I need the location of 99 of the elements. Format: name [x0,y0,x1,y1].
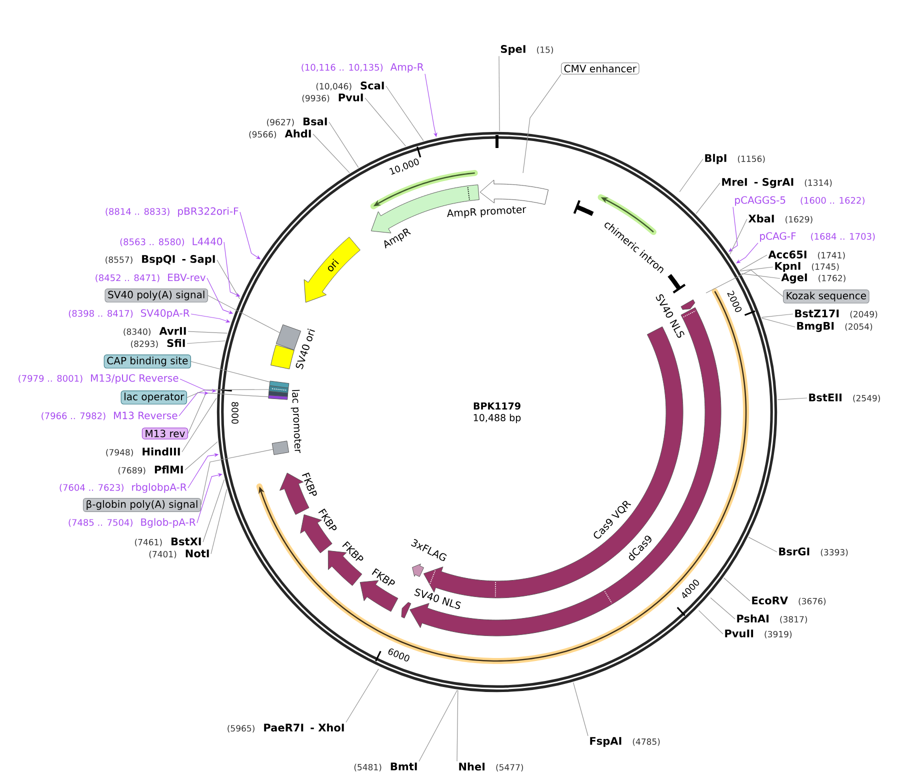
restriction-site-label: BstZ17I (2049) [795,310,878,318]
tick-label: 2000 [727,290,742,312]
leader-line [196,473,222,524]
leader-line [186,389,270,398]
restriction-site-label: (9936) PvuI [302,94,363,102]
primer-label: (7604 .. 7623) rbglobpA-R [60,483,187,493]
restriction-site-label: MreI - SgrAI (1314) [722,178,832,188]
feature-label-box: CMV enhancer [561,62,640,74]
restriction-site-label: (7689) PflMI [118,465,183,475]
restriction-site-label: (5481) BmtI [354,762,417,772]
feature-box [269,380,290,388]
leader-line [188,392,269,434]
feature-label-box: CAP binding site [104,354,191,368]
primer-label: (7979 .. 8001) M13/pUC Reverse [18,374,178,384]
leader-line [739,254,768,271]
feature-label-box: β-globin poly(A) signal [82,498,202,512]
restriction-site-label: (8557) BspQI - SapI [106,255,215,265]
feature-label: AmpR promoter [447,206,526,218]
leader-line [762,318,796,328]
restriction-site-label: PshAI (3817) [737,614,807,624]
leader-line [202,479,225,542]
restriction-site-label: (7401) NotI [149,550,209,558]
primer-label: (8563 .. 8580) L4440 [120,238,222,246]
leader-line [698,610,724,634]
tick-label: 6000 [388,648,410,662]
leader-line [208,295,280,334]
restriction-site-label: Acc65I (1741) [768,250,845,260]
restriction-site-label: (8293) SfiI [131,338,185,348]
restriction-site-label: (10,046) ScaI [316,82,384,90]
restriction-site-label: EcoRV (3676) [752,596,826,606]
leader-line [710,597,736,620]
restriction-site-label: (9627) BsaI [267,118,327,126]
leader-line [679,158,704,192]
tick-label: 8000 [232,402,238,424]
leader-line [522,74,562,174]
leader-line [777,398,808,400]
primer-label: (7966 .. 7982) M13 Reverse [42,412,178,420]
leader-line [364,98,406,147]
leader-line [748,536,778,552]
restriction-site-label: BlpI (1156) [705,154,765,164]
feature-box [272,440,290,455]
leader-line [418,690,458,762]
leader-line [210,488,228,554]
restriction-site-label: (7948) HindIII [106,447,180,457]
leader-line [761,314,794,318]
leader-line [724,578,750,602]
leader-line [188,331,228,334]
restriction-site-label: BstEII (2549) [809,394,880,402]
restriction-site-label: KpnI (1745) [775,262,839,272]
restriction-site-label: (9566) AhdI [249,129,311,139]
feature-label: ori [328,258,339,272]
leader-line [736,242,758,264]
leader-line [182,398,217,452]
leader-line [729,218,748,255]
feature-label: SV40 NLS [414,588,461,609]
restriction-site-label: BsrGI (3393) [779,548,848,556]
primer-label: pCAGGS-5 (1600 .. 1622) [735,196,864,206]
feature-label: lac promoter [290,390,302,453]
feature-label-box: M13 rev [142,428,188,440]
leader-line [190,361,270,382]
plasmid-name: BPK1179 [474,402,520,410]
primer-label: (8398 .. 8417) SV40pA-R [68,309,190,319]
leader-line [184,441,218,470]
leader-line [740,266,774,272]
feature-label-box: lac operator [120,390,187,404]
restriction-site-label: (8340) AvrII [124,327,186,336]
restriction-site-label: (7461) BstXI [135,538,201,546]
primer-label: pCAG-F (1684 .. 1703) [760,232,875,242]
restriction-site-label: SpeI (15) [500,45,554,55]
leader-line [312,134,350,174]
leader-line [346,668,379,723]
leader-line [498,56,500,132]
leader-line [200,449,274,506]
primer-label: (10,116 .. 10,135) Amp-R [302,63,424,73]
feature-label: SV40 ori [296,328,315,370]
leader-line [741,273,780,279]
feature-label: FKBP [302,472,317,496]
restriction-site-label: NheI (5477) [459,762,524,772]
leader-line [186,340,226,344]
leader-line [456,690,458,762]
restriction-site-label: AgeI (1762) [781,274,846,284]
primer-label: (8814 .. 8833) pBR322ori-F [106,207,238,217]
primer-label: (7485 .. 7504) Bglob-pA-R [68,518,196,528]
feature-label-box: SV40 poly(A) signal [104,288,208,302]
leader-line [216,260,240,300]
leader-line [706,270,784,297]
leader-line [386,86,424,142]
restriction-site-label: BmgBI (2054) [797,322,872,332]
restriction-site-label: (5965) PaeR7I - XhoI [228,723,344,733]
feature-label-box: Kozak sequence [783,290,870,304]
primer-label: (8452 .. 8471) EBV-rev [96,274,206,282]
leader-line [696,182,720,214]
leader-line [328,122,359,168]
leader-line [572,682,588,736]
restriction-site-label: PvuII (3919) [725,630,792,638]
restriction-site-label: FspAI (4785) [590,737,660,747]
feature-box [268,395,288,400]
restriction-site-label: XbaI (1629) [748,214,812,224]
plasmid-size: 10,488 bp [474,414,521,424]
